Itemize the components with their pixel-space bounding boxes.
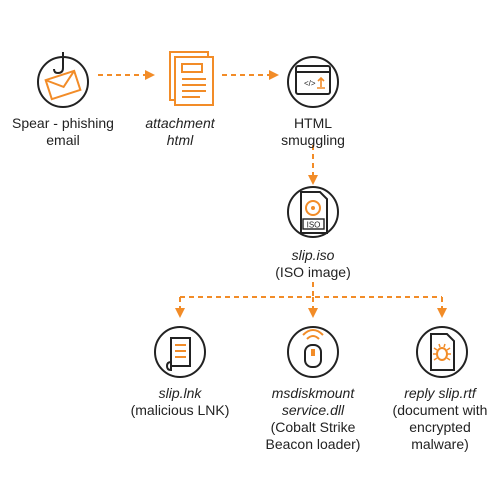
label-rtf-desc-3: malware) — [411, 436, 469, 452]
label-dll-desc-1: (Cobalt Strike — [270, 419, 356, 435]
mouse-signal-icon — [287, 326, 339, 378]
label-dll-filename-2: service.dll — [281, 402, 345, 418]
label-rtf-desc-2: encrypted — [409, 419, 471, 435]
label-phishing-email: Spear - phishing email — [3, 115, 123, 149]
document-icon — [169, 51, 214, 106]
label-dll-desc-2: Beacon loader) — [265, 436, 361, 452]
label-dll: msdiskmount service.dll (Cobalt Strike B… — [248, 385, 378, 453]
label-lnk-filename: slip.lnk — [158, 385, 202, 401]
label-attachment: attachment html — [130, 115, 230, 149]
iso-badge-text: ISO — [307, 221, 321, 230]
label-html-smuggling-line2: smuggling — [281, 132, 345, 148]
label-rtf-desc-1: (document with — [392, 402, 488, 418]
label-rtf-filename: reply slip.rtf — [404, 385, 476, 401]
svg-text:</>: </> — [304, 79, 316, 88]
phishing-email-icon — [37, 52, 89, 108]
label-rtf: reply slip.rtf (document with encrypted … — [381, 385, 499, 453]
label-iso-filename: slip.iso — [291, 247, 335, 263]
label-phishing-email-line2: email — [46, 132, 80, 148]
label-html-smuggling: HTML smuggling — [258, 115, 368, 149]
label-iso-type: (ISO image) — [275, 264, 351, 280]
label-phishing-email-line1: Spear - phishing — [12, 115, 114, 131]
iso-disc-file-icon: ISO — [287, 186, 339, 238]
label-attachment-line2: html — [166, 132, 194, 148]
label-lnk-type: (malicious LNK) — [130, 402, 230, 418]
label-attachment-line1: attachment — [145, 115, 215, 131]
label-dll-filename-1: msdiskmount — [271, 385, 355, 401]
label-html-smuggling-line1: HTML — [293, 115, 333, 131]
html-code-window-icon: </> — [287, 56, 339, 108]
label-lnk: slip.lnk (malicious LNK) — [115, 385, 245, 419]
bug-file-icon — [416, 326, 468, 378]
label-iso: slip.iso (ISO image) — [253, 247, 373, 281]
scroll-icon — [154, 326, 206, 378]
